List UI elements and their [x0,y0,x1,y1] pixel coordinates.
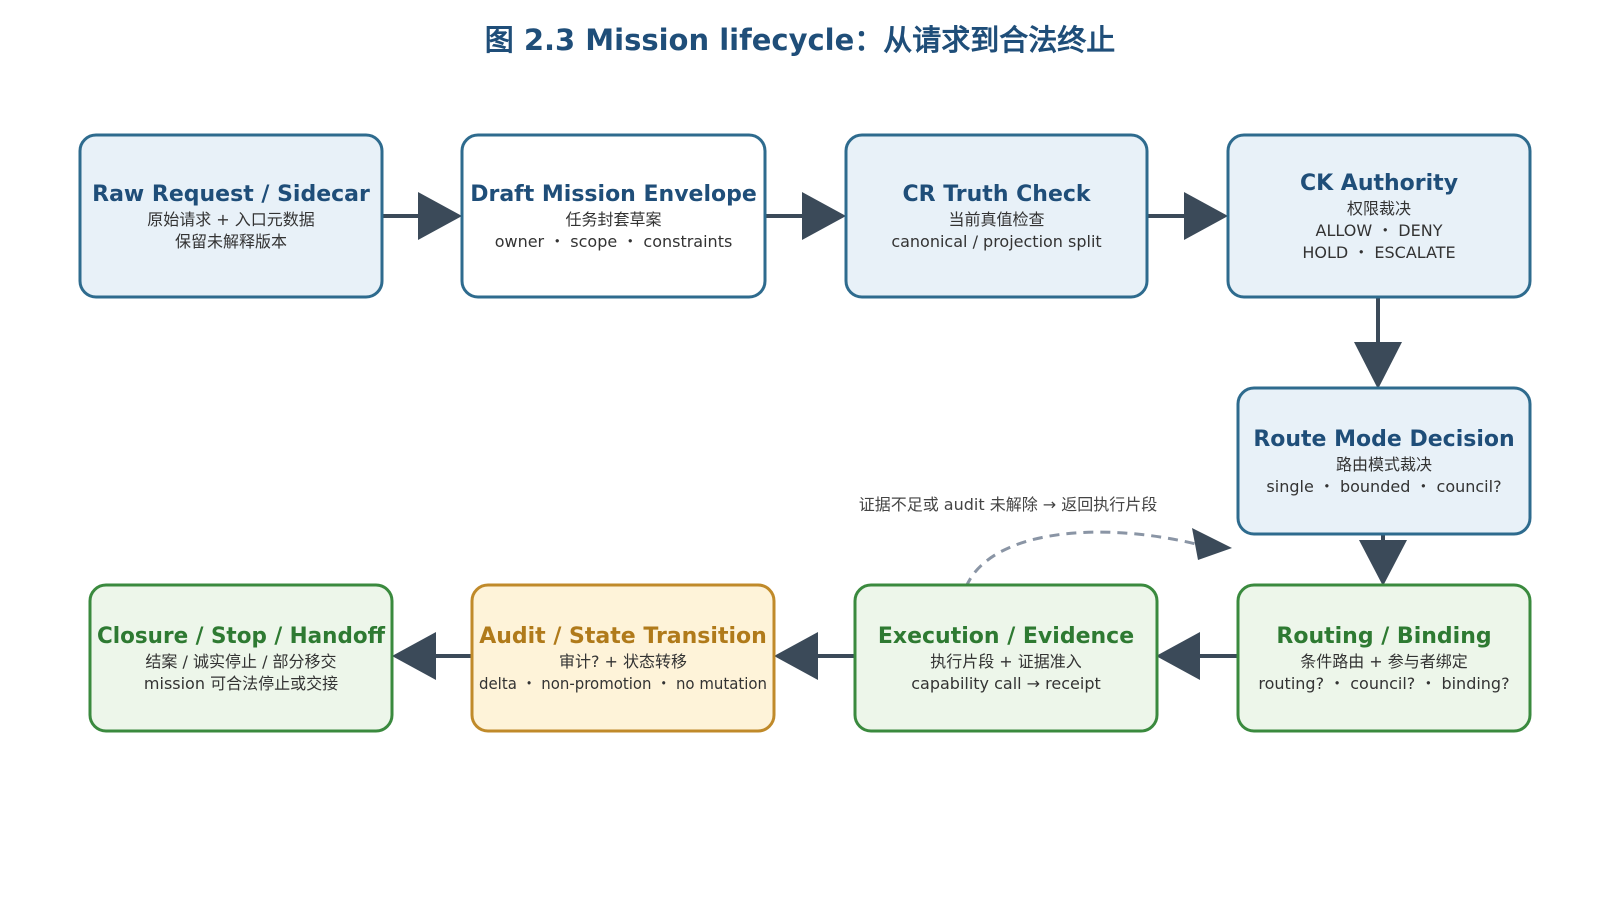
box-detail-line: delta ・ non-promotion ・ no mutation [479,674,767,693]
arrowhead-draft-to-cr [802,192,846,240]
box-closure-stop: Closure / Stop / Handoff 结案 / 诚实停止 / 部分移交… [88,583,394,733]
box-detail-line: ALLOW ・ DENY [1316,221,1443,240]
box-cr-truth: CR Truth Check 当前真值检查 canonical / projecti… [844,133,1149,299]
box-detail-line: 执行片段 + 证据准入 [930,652,1082,671]
box-title: Execution / Evidence [878,624,1134,649]
box-frame [1226,133,1532,299]
box-frame [853,583,1159,733]
box-frame [844,133,1149,299]
box-detail-line: 路由模式裁决 [1336,455,1432,474]
box-draft-mission: Draft Mission Envelope 任务封套草案 owner ・ scop… [460,133,767,299]
box-frame [78,133,384,299]
connectors [382,192,1407,680]
box-title: Draft Mission Envelope [470,182,757,207]
box-detail-line: single ・ bounded ・ council? [1266,477,1501,496]
loop-back-connector: 证据不足或 audit 未解除 → 返回执行片段 [859,495,1232,588]
box-detail-line: 权限裁决 [1347,199,1411,218]
box-detail-line: routing? ・ council? ・ binding? [1258,674,1509,693]
box-frame [1236,386,1532,536]
boxes-layer: Raw Request / Sidecar 原始请求 + 入口元数据保留未解释版本… [78,133,1532,733]
arrowhead-raw-to-draft [418,192,462,240]
box-frame [470,583,776,733]
diagram-title: 图 2.3 Mission lifecycle：从请求到合法终止 [485,23,1116,57]
box-title: Routing / Binding [1276,624,1491,649]
box-frame [460,133,767,299]
arrowhead-routing-to-execution [1156,632,1200,680]
loop-back-arrowhead [1192,528,1232,560]
loop-back-dashed-path [964,530,1201,588]
arrowhead-cr-to-ck [1184,192,1228,240]
box-execution-evidence: Execution / Evidence 执行片段 + 证据准入 capabilit… [853,583,1159,733]
box-detail-line: canonical / projection split [891,232,1101,251]
box-detail-line: 条件路由 + 参与者绑定 [1300,652,1468,671]
arrowhead-audit-to-closure [392,632,436,680]
box-title: CK Authority [1300,171,1458,196]
box-route-mode: Route Mode Decision 路由模式裁决 single ・ bounde… [1236,386,1532,536]
box-detail-line: 当前真值检查 [948,210,1044,229]
box-detail-line: owner ・ scope ・ constraints [495,232,733,251]
box-title: Raw Request / Sidecar [92,182,370,207]
arrowhead-execution-to-audit [774,632,818,680]
arrowhead-route-to-routing [1359,540,1407,586]
loop-back-label: 证据不足或 audit 未解除 → 返回执行片段 [859,495,1158,514]
box-frame [1236,583,1532,733]
box-detail-line: 保留未解释版本 [175,232,287,251]
box-routing-binding: Routing / Binding 条件路由 + 参与者绑定 routing? ・ … [1236,583,1532,733]
arrowhead-ck-to-route [1354,342,1402,389]
box-detail-line: HOLD ・ ESCALATE [1302,243,1455,262]
box-detail-line: 任务封套草案 [565,210,661,229]
box-title: Route Mode Decision [1253,427,1514,452]
box-title: CR Truth Check [902,182,1091,207]
box-detail-line: capability call → receipt [911,674,1101,693]
box-ck-authority: CK Authority 权限裁决 ALLOW ・ DENY HOLD ・ ESCAL… [1226,133,1532,299]
box-title: Audit / State Transition [479,624,767,649]
box-title: Closure / Stop / Handoff [97,624,386,649]
box-detail-line: 结案 / 诚实停止 / 部分移交 [145,652,336,671]
box-detail-line: 原始请求 + 入口元数据 [147,210,315,229]
box-detail-line: 审计? + 状态转移 [559,652,687,671]
box-frame [88,583,394,733]
box-detail-line: mission 可合法停止或交接 [144,674,338,693]
box-audit-state: Audit / State Transition 审计? + 状态转移 delta … [470,583,776,733]
